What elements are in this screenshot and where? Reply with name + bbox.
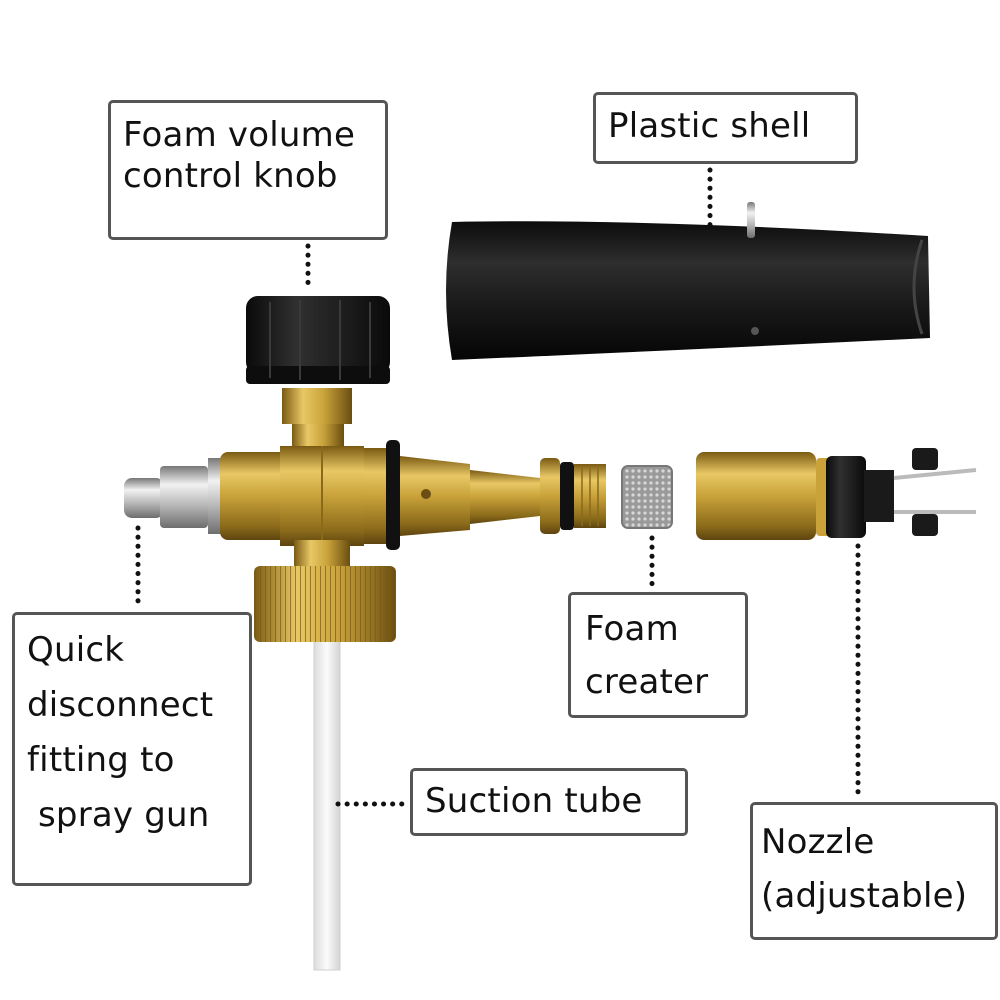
callout-text: (adjustable)	[761, 876, 968, 917]
plastic-shell	[446, 202, 930, 360]
callout-nozzle: Nozzle (adjustable)	[750, 802, 998, 940]
suction-nut	[254, 540, 396, 642]
foam-creater-mesh	[621, 465, 673, 529]
callout-text: Foam	[585, 609, 679, 649]
suction-tube	[313, 639, 341, 971]
brass-body	[220, 440, 606, 550]
callout-text: control knob	[123, 156, 338, 197]
callout-text: disconnect	[27, 685, 214, 726]
callout-suction-tube: Suction tube	[410, 768, 688, 836]
callout-text: Suction tube	[425, 781, 643, 821]
callout-plastic-shell: Plastic shell	[593, 92, 858, 164]
callout-control-knob: Foam volume control knob	[108, 100, 388, 240]
callout-text: Foam volume	[123, 115, 356, 155]
callout-text: spray gun	[27, 795, 210, 836]
callout-foam-creater: Foam creater	[568, 592, 748, 718]
callout-text: Nozzle	[761, 822, 875, 862]
callout-text: Quick	[27, 630, 125, 670]
callout-text: Plastic shell	[608, 106, 811, 146]
control-knob	[246, 296, 390, 446]
leader-lines	[135, 167, 861, 807]
nozzle-assembly	[696, 448, 977, 540]
callout-text: fitting to	[27, 740, 175, 781]
callout-quick-disconnect: Quick disconnect fitting to spray gun	[12, 612, 252, 886]
callout-text: creater	[585, 661, 709, 702]
quick-disconnect	[124, 458, 226, 534]
